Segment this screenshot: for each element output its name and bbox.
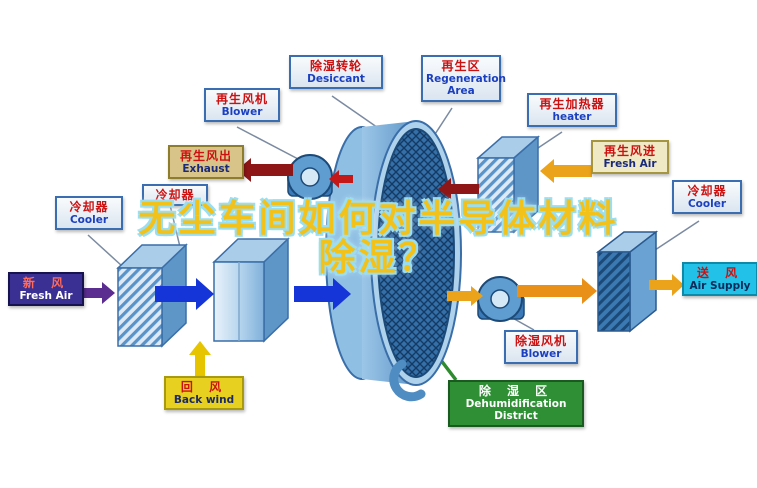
label-fresh-air: 新 风 Fresh Air xyxy=(8,272,84,307)
leader-cooler-left xyxy=(87,234,123,267)
label-desiccant: 除湿转轮 Desiccant xyxy=(289,55,383,90)
rotor-bracket xyxy=(389,359,426,402)
label-regen-heater: 再生加热器 heater xyxy=(527,93,617,128)
label-regen-heater-en: heater xyxy=(552,111,592,124)
label-regen-heater-zh: 再生加热器 xyxy=(539,97,605,111)
arrow-process-2 xyxy=(294,278,351,310)
arrow-fan-to-cooler xyxy=(517,278,597,304)
label-dehumid-blower-zh: 除湿风机 xyxy=(514,334,567,348)
arrow-blower-to-exhaust xyxy=(237,158,293,182)
arrow-process-1 xyxy=(155,278,214,310)
label-dehumid-blower-en: Blower xyxy=(520,348,562,361)
label-fresh-air-en: Fresh Air xyxy=(19,290,73,303)
label-regen-blower-zh: 再生风机 xyxy=(215,92,268,106)
label-back-wind-en: Back wind xyxy=(173,394,235,407)
label-cooler-mid: 冷却器 xyxy=(142,184,208,207)
label-regen-fresh-air: 再生风进 Fresh Air xyxy=(591,140,669,175)
label-back-wind: 回 风 Back wind xyxy=(164,376,244,411)
dehumid-blower-fan xyxy=(477,276,525,322)
regen-fan-inlet xyxy=(300,167,320,187)
label-regeneration-area-en: Regeneration Area xyxy=(426,73,507,98)
supply-cooler-front xyxy=(597,251,631,332)
label-air-supply: 送 风 Air Supply xyxy=(682,262,757,297)
regen-cooler-front xyxy=(477,157,515,233)
dehumid-fan-inlet xyxy=(490,289,510,309)
regen-blower-fan xyxy=(287,154,333,200)
label-cooler-left-zh: 冷却器 xyxy=(69,200,109,214)
label-regeneration-area: 再生区 Regeneration Area xyxy=(421,55,507,102)
label-dehumid-blower: 除湿风机 Blower xyxy=(504,330,578,365)
label-dehumid-district-en: Dehumidification District xyxy=(465,398,567,423)
label-fresh-air-zh: 新 风 xyxy=(22,276,70,290)
label-back-wind-zh: 回 风 xyxy=(180,380,228,394)
label-regen-blower-en: Blower xyxy=(221,106,263,119)
label-air-supply-en: Air Supply xyxy=(689,280,751,293)
label-air-supply-zh: 送 风 xyxy=(696,266,744,280)
leader-cooler-right xyxy=(651,220,700,253)
label-dehumid-district-zh: 除 湿 区 xyxy=(478,384,554,398)
label-desiccant-en: Desiccant xyxy=(307,73,365,86)
label-cooler-left: 冷却器 Cooler xyxy=(55,196,123,231)
label-regen-blower: 再生风机 Blower xyxy=(204,88,280,123)
arrow-supply-air xyxy=(649,274,684,296)
label-cooler-right: 冷却器 Cooler xyxy=(672,180,742,215)
label-dehumid-district: 除 湿 区 Dehumidification District xyxy=(448,380,584,427)
arrow-fresh-air-in xyxy=(76,282,115,304)
arrow-regen-fresh-in xyxy=(540,159,592,183)
leader-cooler-mid xyxy=(169,204,181,248)
arrow-heater-to-rotor xyxy=(438,178,479,200)
cooler-left-front xyxy=(117,267,163,347)
rotor-front-face xyxy=(377,128,455,378)
arrow-rotor-to-blower xyxy=(329,170,353,188)
arrow-rotor-to-fan xyxy=(447,286,483,306)
leader-regen-blower xyxy=(236,126,301,161)
label-cooler-left-en: Cooler xyxy=(69,214,109,227)
label-cooler-mid-zh: 冷却器 xyxy=(155,188,195,202)
filter-unit-left xyxy=(212,237,290,343)
regen-cooler-unit xyxy=(476,135,540,234)
label-regeneration-area-zh: 再生区 xyxy=(441,59,481,73)
label-regen-fresh-air-en: Fresh Air xyxy=(603,158,657,171)
supply-cooler-unit xyxy=(595,230,659,333)
label-cooler-right-zh: 冷却器 xyxy=(687,184,727,198)
label-cooler-right-en: Cooler xyxy=(687,198,727,211)
label-exhaust: 再生风出 Exhaust xyxy=(168,145,244,180)
label-regen-fresh-air-zh: 再生风进 xyxy=(603,144,656,158)
label-exhaust-en: Exhaust xyxy=(182,163,230,176)
arrow-return-air xyxy=(189,341,211,376)
desiccant-rotor xyxy=(325,120,462,386)
label-exhaust-zh: 再生风出 xyxy=(179,149,232,163)
label-desiccant-zh: 除湿转轮 xyxy=(309,59,362,73)
